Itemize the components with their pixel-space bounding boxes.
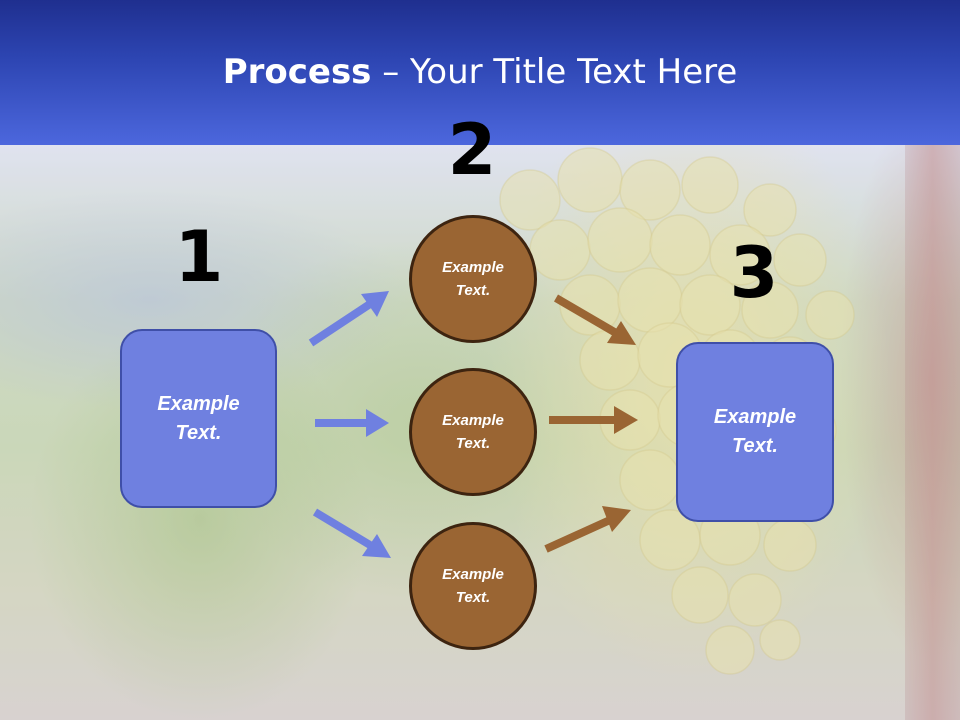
circle-3: Example Text. — [409, 522, 537, 650]
step-3-box-text: Example Text. — [713, 406, 797, 457]
arrow-head-4 — [607, 321, 636, 345]
step-number-1: 1 — [174, 216, 224, 298]
circle-3-text: Example Text. — [442, 566, 504, 606]
step-number-3: 3 — [729, 232, 779, 314]
circle-1-text: Example Text. — [442, 259, 504, 299]
step-3-box: Example Text. — [676, 342, 834, 522]
arrow-circle-1-to-box — [553, 294, 619, 337]
arrow-circle-3-to-box — [544, 516, 612, 553]
arrow-box-to-circle-3 — [312, 508, 373, 549]
step-number-2: 2 — [447, 109, 497, 191]
circle-1: Example Text. — [409, 215, 537, 343]
slide-title: Process – Your Title Text Here — [0, 52, 960, 92]
arrow-head-3 — [362, 534, 391, 558]
arrow-head-2 — [366, 409, 389, 437]
arrow-head-1 — [361, 291, 389, 317]
title-rest: – Your Title Text Here — [371, 52, 738, 92]
header-band — [0, 0, 960, 145]
arrow-head-6 — [602, 506, 631, 532]
step-1-box-text: Example Text. — [157, 392, 240, 444]
arrow-box-to-circle-1 — [308, 300, 373, 347]
step-1-box: Example Text. — [120, 329, 277, 508]
circle-2: Example Text. — [409, 368, 537, 496]
arrow-head-5 — [614, 406, 638, 434]
circle-2-text: Example Text. — [442, 412, 504, 452]
title-bold: Process — [222, 52, 372, 92]
vine-trunk-image — [905, 145, 960, 720]
